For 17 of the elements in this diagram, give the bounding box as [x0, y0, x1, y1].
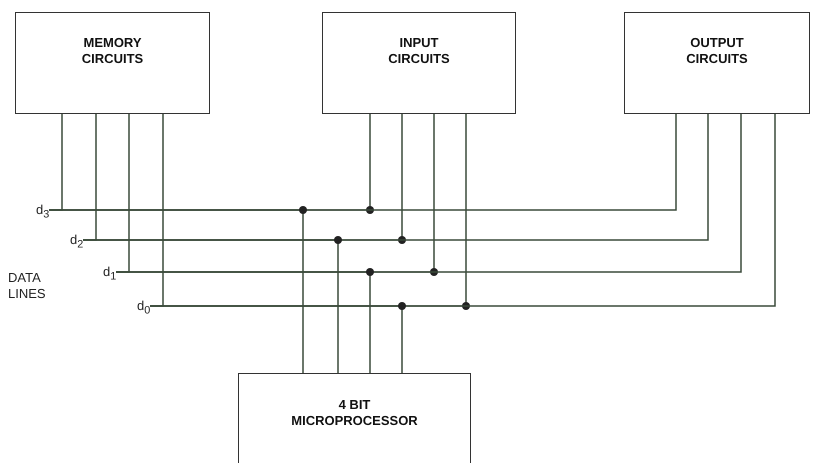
data-line-label: d$_{0}$ — [137, 299, 150, 318]
data-line — [150, 305, 403, 373]
circuit-block — [238, 373, 471, 463]
block-title: INPUT CIRCUITS — [387, 35, 451, 67]
circuit-block — [624, 12, 810, 114]
data-line — [49, 209, 304, 373]
circuit-block — [15, 12, 210, 114]
data-line-label: d$_{1}$ — [103, 265, 116, 284]
data-line-label: d$_{3}$ — [36, 203, 50, 222]
block-title: OUTPUT CIRCUITS — [685, 35, 749, 67]
block-title: 4 BIT MICROPROCESSOR — [290, 396, 419, 428]
block-title: MEMORY CIRCUITS — [80, 35, 144, 67]
data-line — [116, 271, 371, 373]
circuit-block — [322, 12, 516, 114]
data-line — [83, 239, 339, 373]
data-line-label: d$_{2}$ — [70, 233, 84, 252]
bus-caption: DATA LINES — [8, 270, 47, 302]
